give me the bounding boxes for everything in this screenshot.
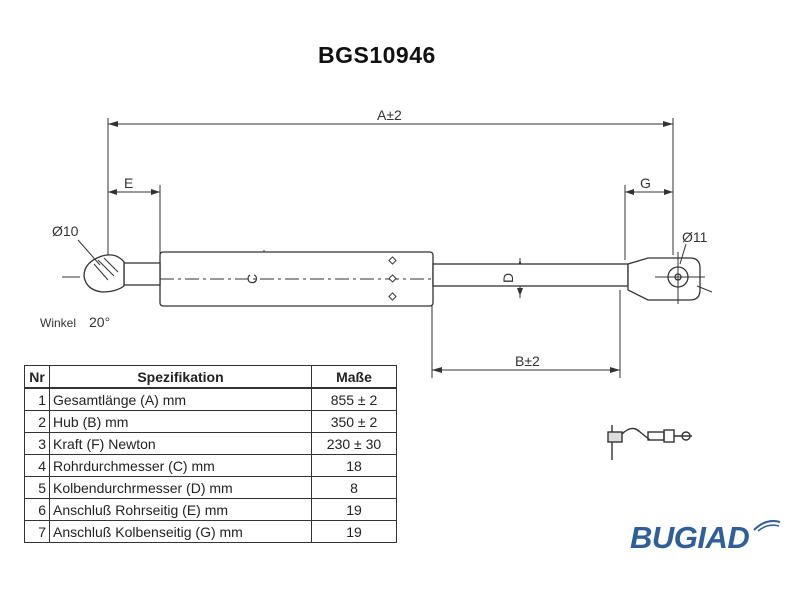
- tube-marker-3: [388, 292, 397, 301]
- dim-d-arrow-bottom: [517, 288, 523, 296]
- row-spec: Kolbendurchrmesser (D) mm: [49, 476, 312, 499]
- diameter-left-label: Ø10: [52, 223, 79, 239]
- row-value: 855 ± 2: [311, 387, 397, 411]
- cylinder-neck: [123, 262, 161, 286]
- row-value: 18: [311, 454, 397, 477]
- dim-c-label: C: [244, 274, 260, 284]
- bugiad-logo: BUGIAD: [630, 520, 750, 555]
- row-nr: 2: [24, 410, 50, 433]
- angle-line-right: [696, 285, 713, 293]
- row-value: 350 ± 2: [311, 410, 397, 433]
- tube-marker-1: [388, 256, 397, 265]
- dim-g-arrow-right: [664, 189, 673, 195]
- dim-e-label: E: [124, 175, 133, 191]
- table-header-row: Nr Spezifikation Maße: [24, 365, 397, 389]
- row-spec: Hub (B) mm: [49, 410, 312, 433]
- tube-marker-2: [388, 274, 397, 283]
- table-row: 7 Anschluß Kolbenseitig (G) mm 19: [24, 520, 397, 543]
- row-spec: Anschluß Rohrseitig (E) mm: [49, 498, 312, 521]
- table-row: 2 Hub (B) mm 350 ± 2: [24, 410, 397, 433]
- specification-table: Nr Spezifikation Maße 1 Gesamtlänge (A) …: [24, 365, 397, 543]
- dim-b-label: B±2: [515, 353, 540, 369]
- row-nr: 3: [24, 432, 50, 455]
- table-row: 1 Gesamtlänge (A) mm 855 ± 2: [24, 387, 397, 411]
- mounted-spring-icon: [607, 425, 692, 460]
- row-spec: Kraft (F) Newton: [49, 432, 312, 455]
- dim-a-label: A±2: [377, 107, 402, 123]
- dim-g-arrow-left: [625, 189, 634, 195]
- row-nr: 4: [24, 454, 50, 477]
- row-nr: 1: [24, 387, 50, 411]
- logo-swoosh-icon: [753, 520, 781, 532]
- header-spezifikation: Spezifikation: [49, 365, 312, 389]
- diameter-left-leader: [77, 239, 101, 266]
- ball-socket-left: [83, 254, 125, 293]
- row-nr: 7: [24, 520, 50, 543]
- rod-end-fitting: [627, 257, 701, 301]
- row-value: 8: [311, 476, 397, 499]
- row-spec: Rohrdurchmesser (C) mm: [49, 454, 312, 477]
- row-value: 19: [311, 520, 397, 543]
- row-value: 19: [311, 498, 397, 521]
- row-spec: Anschluß Kolbenseitig (G) mm: [49, 520, 312, 543]
- dim-a-arrow-right: [663, 121, 673, 127]
- row-spec: Gesamtlänge (A) mm: [49, 387, 312, 411]
- dim-b-arrow-left: [432, 367, 442, 373]
- header-masse: Maße: [311, 365, 397, 389]
- diameter-right-leader: [679, 243, 687, 265]
- dim-d-label: D: [500, 273, 516, 283]
- table-row: 6 Anschluß Rohrseitig (E) mm 19: [24, 498, 397, 521]
- row-value: 230 ± 30: [311, 432, 397, 455]
- dim-a-arrow-left: [108, 121, 118, 127]
- dim-e-arrow-right: [151, 189, 160, 195]
- table-row: 5 Kolbendurchrmesser (D) mm 8: [24, 476, 397, 499]
- table-row: 3 Kraft (F) Newton 230 ± 30: [24, 432, 397, 455]
- row-nr: 6: [24, 498, 50, 521]
- row-nr: 5: [24, 476, 50, 499]
- part-number-title: BGS10946: [318, 42, 436, 68]
- winkel-label: Winkel: [40, 316, 76, 330]
- ball-socket-hatch: [93, 257, 119, 281]
- winkel-value: 20°: [89, 314, 110, 330]
- dim-b-arrow-right: [610, 367, 620, 373]
- table-row: 4 Rohrdurchmesser (C) mm 18: [24, 454, 397, 477]
- header-nr: Nr: [24, 365, 50, 389]
- dim-e-arrow-left: [108, 189, 117, 195]
- piston-rod: [432, 263, 629, 287]
- diameter-right-label: Ø11: [682, 229, 708, 245]
- dim-g-label: G: [640, 175, 651, 191]
